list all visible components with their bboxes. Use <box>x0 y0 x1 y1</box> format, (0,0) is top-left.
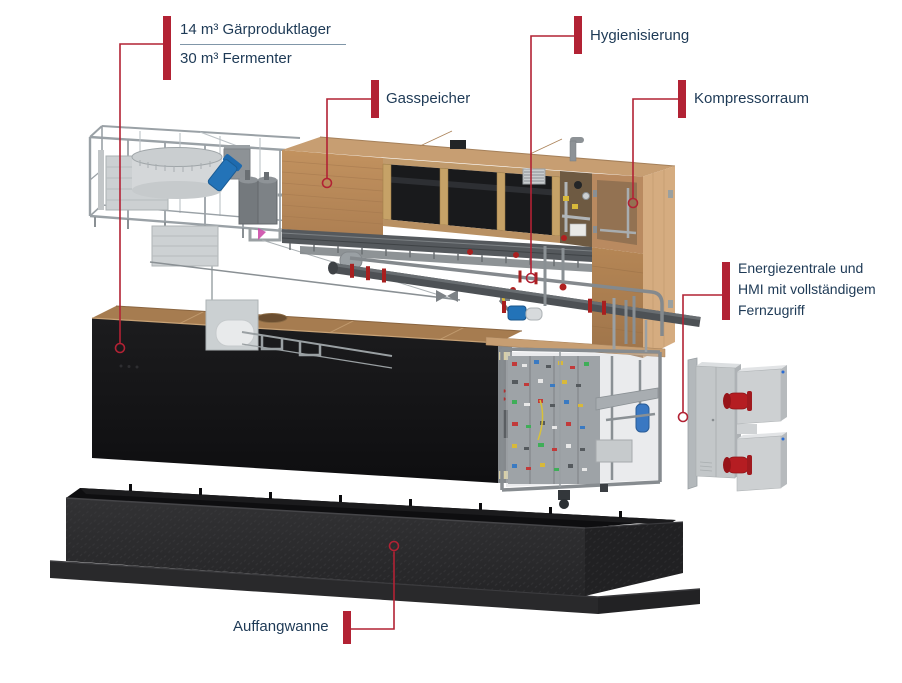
hygienisation-bay <box>560 171 592 248</box>
leader-gasspeicher <box>321 98 371 189</box>
kompressorraum-label-text: Kompressorraum <box>694 90 810 107</box>
auffangwanne-label-text: Auffangwanne <box>233 618 329 635</box>
label-marker-hygienisierung <box>574 16 582 54</box>
leader-fermenter <box>114 43 163 354</box>
hmi-cabinets <box>695 362 787 492</box>
leader-lines <box>114 35 722 630</box>
feed-pump <box>498 299 543 321</box>
fermenter-container <box>91 305 523 483</box>
energiezentrale-label-line3: Fernzugriff <box>738 302 805 318</box>
label-energiezentrale: Energiezentrale und HMI mit vollständige… <box>738 258 876 321</box>
storage-label-text: 14 m³ Gärproduktlager <box>180 21 331 38</box>
label-kompressorraum: Kompressorraum <box>694 89 809 109</box>
label-marker-auffangwanne <box>343 611 351 644</box>
fermenter-label-text: 30 m³ Fermenter <box>180 50 292 67</box>
energiezentrale-label-line2: HMI mit vollständigem <box>738 281 876 297</box>
piping-level <box>149 246 701 344</box>
gas-storage-container <box>281 130 676 358</box>
red-plug-connector <box>723 391 752 411</box>
label-gasspeicher: Gasspeicher <box>386 89 470 109</box>
leader-energiezentrale <box>677 294 722 423</box>
hygienisierung-label-text: Hygienisierung <box>590 27 690 44</box>
label-marker-fermenter <box>163 16 171 80</box>
label-marker-energiezentrale <box>722 262 730 320</box>
label-hygienisierung: Hygienisierung <box>590 26 689 46</box>
gasspeicher-label-text: Gasspeicher <box>386 90 471 107</box>
label-marker-gasspeicher <box>371 80 379 118</box>
container-chassis <box>281 229 593 272</box>
leader-kompressorraum <box>627 98 678 209</box>
label-divider <box>180 44 346 45</box>
label-auffangwanne: Auffangwanne <box>233 617 329 637</box>
leader-hygienisierung <box>525 35 574 284</box>
blue-pump <box>207 154 243 192</box>
energy-center <box>485 298 698 509</box>
red-plug-connector <box>723 455 752 475</box>
energiezentrale-label-line1: Energiezentrale und <box>738 260 864 276</box>
vent-grille <box>522 168 546 185</box>
leader-auffangwanne <box>351 540 400 630</box>
label-marker-kompressorraum <box>678 80 686 118</box>
pretreatment-equipment <box>98 145 456 369</box>
containment-basin <box>49 484 701 614</box>
label-storage-fermenter: 14 m³ Gärproduktlager 30 m³ Fermenter <box>180 20 346 69</box>
